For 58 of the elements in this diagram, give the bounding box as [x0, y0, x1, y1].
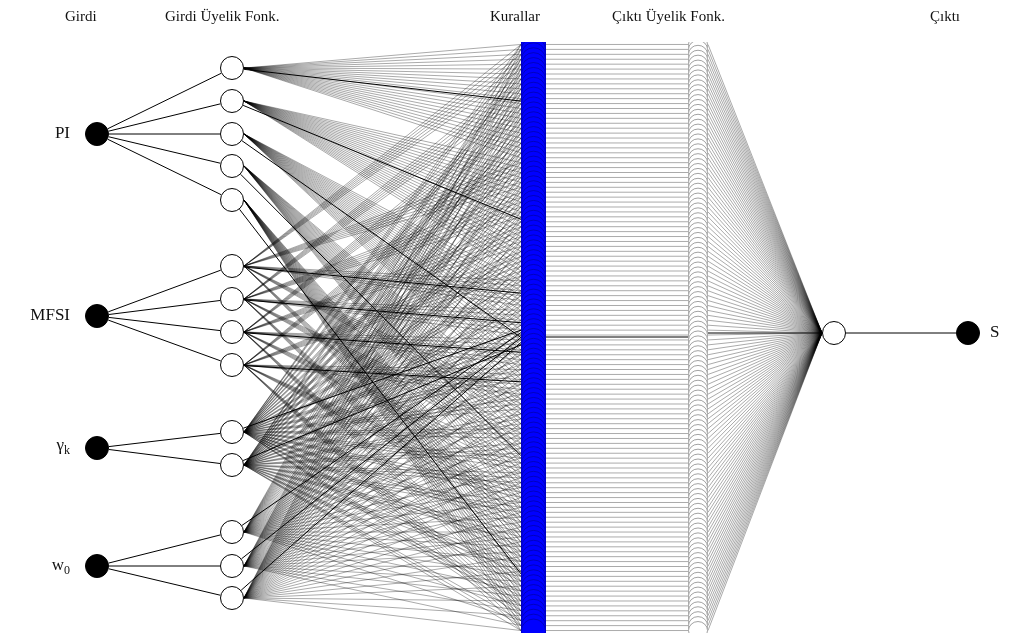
node-circle	[220, 122, 244, 146]
node-circle	[220, 287, 244, 311]
connector-line	[241, 140, 522, 338]
column-heading: Çıktı Üyelik Fonk.	[612, 8, 725, 25]
filled-node-circle	[85, 122, 109, 146]
connector-line	[108, 316, 221, 332]
node-circle	[220, 353, 244, 377]
connector-line	[107, 269, 222, 313]
node-circle	[220, 453, 244, 477]
filled-node-circle	[85, 304, 109, 328]
connector-line	[108, 136, 221, 164]
node-circle	[220, 554, 244, 578]
connector-line	[242, 104, 522, 220]
node-circle	[220, 154, 244, 178]
variable-label: MFSI	[30, 306, 70, 323]
connector-line	[107, 319, 222, 362]
column-heading: Çıktı	[930, 8, 960, 25]
node-circle	[220, 320, 244, 344]
node-circle	[220, 89, 244, 113]
node-circle	[220, 420, 244, 444]
connector-line	[108, 534, 221, 564]
connector-line	[108, 133, 221, 135]
connector-line	[241, 332, 522, 526]
node-circle	[220, 254, 244, 278]
connector-line	[845, 332, 957, 334]
connector-line	[242, 329, 522, 429]
node-circle	[220, 520, 244, 544]
connector-line	[545, 336, 689, 338]
connector-line	[242, 344, 522, 462]
variable-label: w$_{0}$	[51, 556, 70, 577]
node-circle	[220, 586, 244, 610]
connector-line	[243, 365, 522, 383]
column-heading: Kurallar	[490, 8, 540, 25]
connector-line	[239, 208, 522, 575]
connector-line	[108, 449, 221, 464]
column-heading: Girdi Üyelik Fonk.	[165, 8, 280, 25]
filled-node-circle	[85, 554, 109, 578]
node-circle	[822, 321, 846, 345]
connector-line	[243, 68, 522, 102]
node-circle	[220, 188, 244, 212]
connector-line	[243, 332, 522, 353]
connector-line	[108, 565, 221, 567]
filled-node-circle	[956, 321, 980, 345]
connector-line	[243, 266, 522, 294]
connector-line	[108, 103, 221, 132]
variable-label: S	[990, 323, 1000, 340]
connector-line	[108, 568, 221, 596]
filled-node-circle	[85, 436, 109, 460]
node-circle	[220, 56, 244, 80]
connector-line	[240, 173, 522, 457]
variable-label: γ$_{k}$	[56, 436, 70, 457]
variable-label: PI	[54, 124, 70, 141]
connector-line	[243, 299, 522, 324]
connector-line	[108, 432, 221, 448]
connector-line	[107, 138, 222, 196]
column-heading: Girdi	[65, 8, 97, 25]
connector-line	[108, 300, 221, 315]
connector-line	[107, 72, 222, 130]
